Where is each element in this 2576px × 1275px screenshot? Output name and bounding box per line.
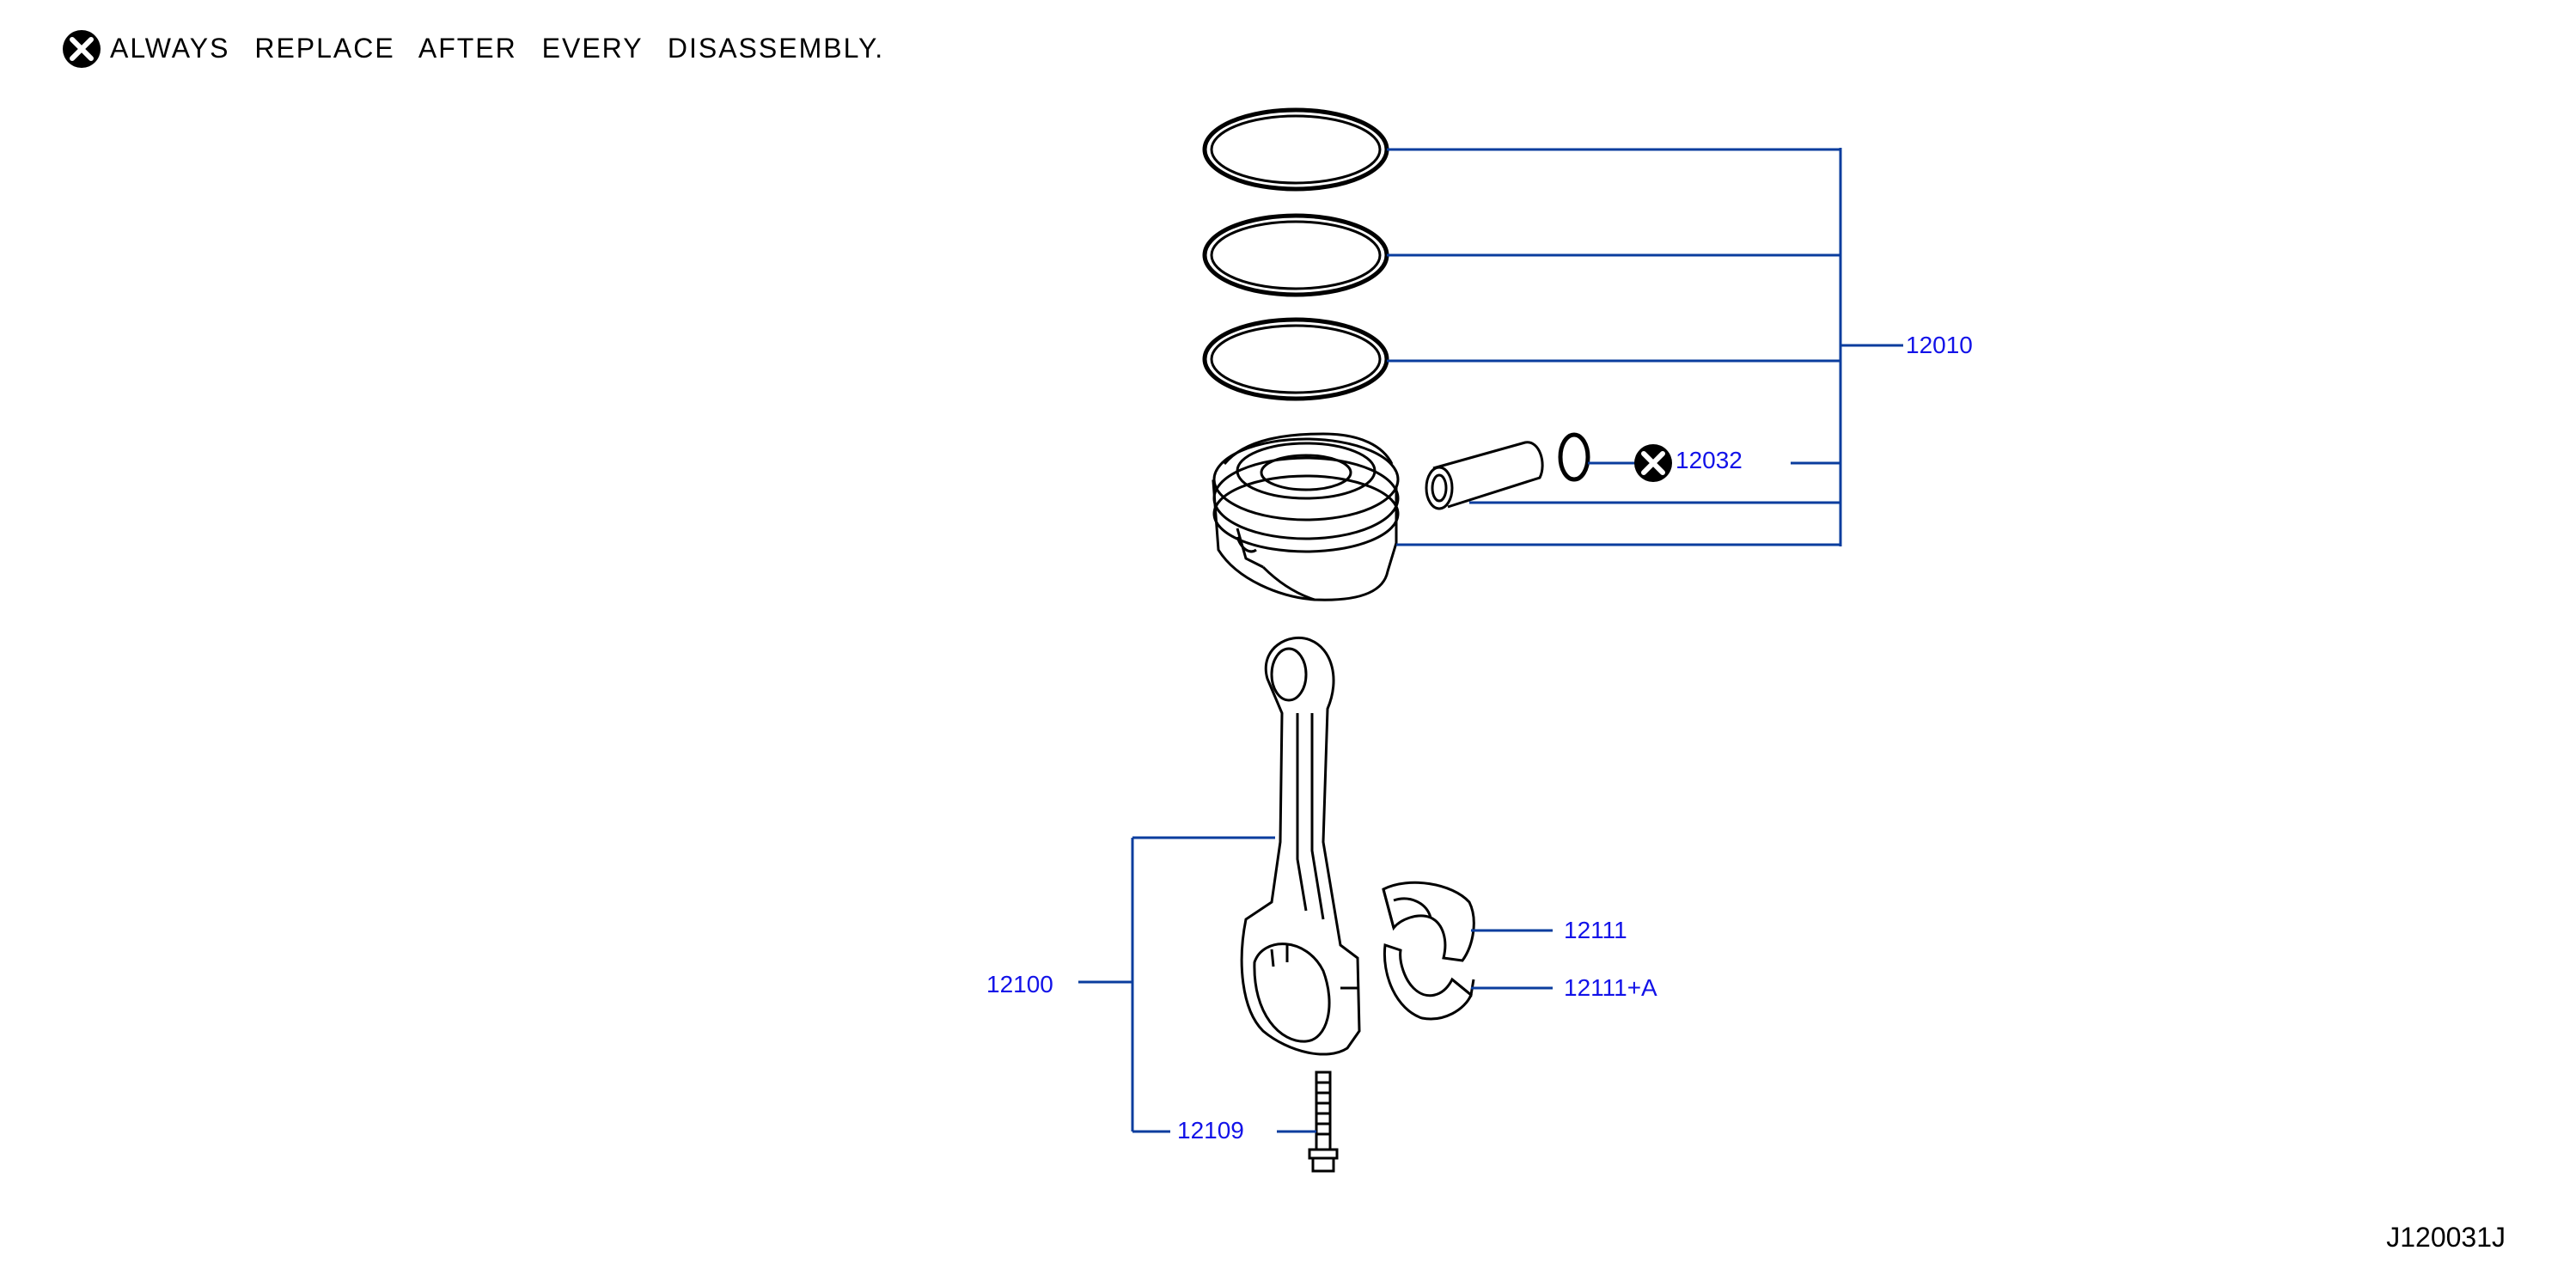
bearing-lower [1383,943,1475,1021]
label-connecting-rod: 12100 [986,971,1053,997]
rod-bolt [1308,1071,1339,1173]
bearing-upper [1382,881,1475,962]
label-piston-assembly: 12010 [1906,332,1973,358]
rod-leaders [1078,836,1316,1133]
piston-ring-oil [1202,317,1389,401]
snap-ring [1558,432,1590,482]
label-bearing-lower: 12111+A [1564,974,1657,1001]
note-text: ALWAYS REPLACE AFTER EVERY DISASSEMBLY. [110,33,885,64]
replace-x-icon [1634,444,1672,482]
reference-code: J120031J [2386,1222,2506,1253]
label-bearing-upper: 12111 [1564,917,1627,943]
label-snap-ring: 12032 [1676,447,1743,473]
label-rod-bolt: 12109 [1177,1117,1244,1144]
piston-assembly-leaders [1387,148,1903,546]
connecting-rod [1240,636,1361,1056]
piston-ring-second [1202,213,1389,297]
piston [1212,432,1400,601]
bearing-leaders [1471,929,1553,990]
piston-pin [1425,441,1544,510]
x-circle-icon [63,30,101,68]
piston-ring-top [1202,107,1389,192]
